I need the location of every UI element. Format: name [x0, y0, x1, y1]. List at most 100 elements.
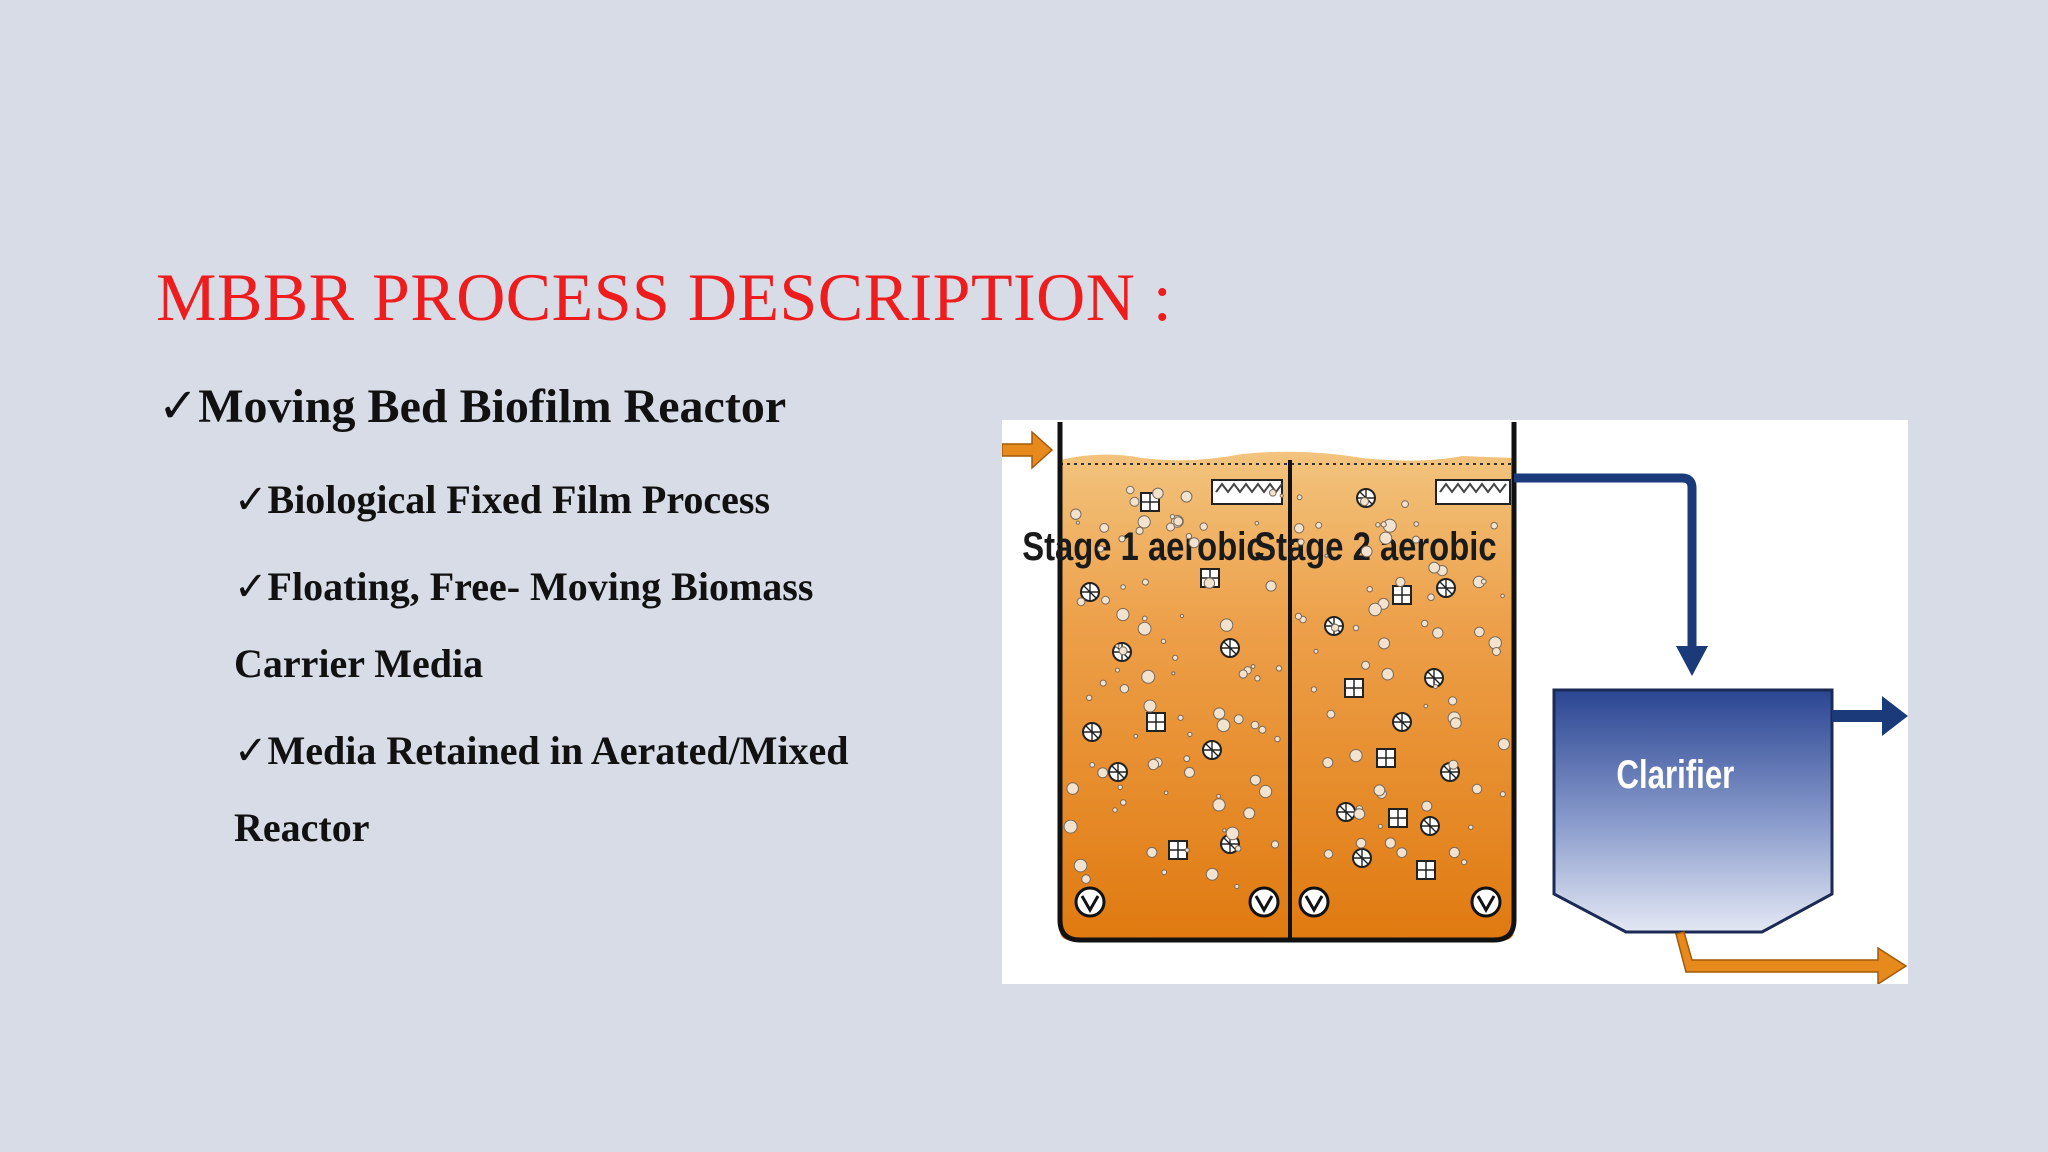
air-bubble [1270, 840, 1280, 849]
air-bubble [1137, 621, 1152, 636]
air-bubble [1310, 686, 1318, 693]
sub-bullet-1: ✓Biological Fixed Film Process [234, 476, 770, 523]
air-bubble [1141, 669, 1156, 684]
air-bubble [1421, 800, 1433, 812]
air-bubble [1412, 535, 1420, 544]
air-bubble [1101, 595, 1110, 605]
air-bubble [1297, 538, 1305, 546]
air-bubble [1491, 647, 1501, 656]
air-bubble [1380, 521, 1387, 528]
air-bubble [1480, 578, 1487, 585]
transfer-pipe-arrow-icon [1514, 473, 1708, 676]
air-bubble [1233, 714, 1244, 725]
carrier-media-icon [1424, 668, 1444, 688]
air-bubble [1468, 824, 1474, 830]
air-bubble [1097, 767, 1109, 779]
air-bubble [1076, 597, 1086, 607]
air-bubble [1152, 487, 1164, 500]
carrier-media-icon [1146, 712, 1166, 732]
air-bubble [1448, 846, 1460, 859]
air-bubble [1421, 619, 1429, 628]
air-bubble [1234, 845, 1242, 852]
air-bubble [1377, 823, 1383, 829]
air-bubble [1423, 703, 1429, 709]
air-bubble [1169, 514, 1175, 520]
air-bubble [1216, 793, 1222, 799]
air-bubble [1066, 782, 1079, 795]
air-bubble [1361, 660, 1371, 670]
air-bubble [1213, 707, 1226, 720]
air-bubble [1254, 520, 1260, 526]
air-bubble [1274, 735, 1281, 743]
air-bubble [1243, 807, 1256, 820]
main-bullet-text: Moving Bed Biofilm Reactor [198, 380, 787, 433]
carrier-media-icon [1376, 748, 1396, 768]
air-bubble [1222, 828, 1227, 833]
checkmark-icon: ✓ [234, 728, 268, 774]
air-bubble [1323, 849, 1334, 859]
air-bubble [1216, 718, 1231, 733]
air-bubble [1265, 580, 1277, 592]
air-bubbles-group [1063, 485, 1510, 890]
air-bubble [1366, 586, 1373, 593]
sub-bullet-text: Biological Fixed Film Process [267, 477, 771, 522]
air-bubble [1188, 537, 1200, 549]
air-bubble [1183, 755, 1191, 763]
air-bubble [1375, 522, 1381, 528]
air-bubble [1081, 874, 1091, 884]
air-bubble [1474, 626, 1485, 638]
air-bubble [1238, 669, 1248, 679]
air-bubble [1331, 623, 1340, 632]
air-bubble [1212, 798, 1226, 812]
air-bubble [1499, 791, 1506, 798]
carrier-media-icon [1168, 840, 1188, 860]
air-bubble [1180, 490, 1193, 503]
air-bubble [1373, 784, 1386, 797]
air-bubble [1137, 515, 1151, 529]
air-bubble [1352, 624, 1360, 632]
carrier-media-icon [1416, 860, 1436, 880]
air-bubble [1269, 489, 1277, 497]
air-bubble [1125, 485, 1135, 495]
air-bubble [1427, 593, 1435, 601]
air-bubble [1279, 493, 1284, 498]
air-bubble [1115, 643, 1120, 649]
air-bubble [1249, 774, 1261, 786]
sub-bullet-text: Media Retained in Aerated/Mixed [267, 728, 849, 773]
air-bubble [1070, 508, 1082, 520]
air-bubble [1112, 807, 1118, 813]
air-bubble [1258, 725, 1267, 734]
air-bubble [1360, 497, 1369, 507]
carrier-media-icon [1336, 802, 1356, 822]
air-bubble [1349, 749, 1363, 763]
air-bubble [1234, 883, 1240, 890]
air-bubble [1142, 615, 1148, 622]
carrier-media-icon [1392, 712, 1412, 732]
air-bubble [1355, 837, 1367, 849]
air-bubble [1096, 545, 1105, 553]
air-bubble [1497, 738, 1510, 751]
air-bubble [1133, 733, 1138, 739]
sub-bullet-text: Floating, Free- Moving Biomass [267, 564, 814, 609]
stage-2-label: Stage 2 aerobic [1254, 524, 1496, 569]
carrier-media-group [1080, 488, 1460, 880]
air-bubble [1187, 731, 1193, 737]
air-bubble [1117, 784, 1123, 790]
air-bubble [1432, 627, 1444, 639]
air-bubble [1147, 758, 1160, 771]
air-bubble [1171, 671, 1176, 676]
carrier-media-icon [1080, 582, 1100, 602]
air-bubble [1296, 494, 1303, 501]
air-bubble [1118, 646, 1128, 656]
air-bubble [1115, 667, 1120, 673]
carrier-media-icon [1420, 816, 1440, 836]
outlet-arrow-icon [1832, 696, 1908, 736]
air-bubble [1461, 859, 1468, 866]
carrier-media-icon [1436, 578, 1456, 598]
air-bubble [1326, 709, 1336, 719]
air-bubble [1294, 612, 1302, 620]
air-bubble [1384, 837, 1396, 849]
carrier-media-icon [1344, 678, 1364, 698]
air-bubble [1184, 766, 1195, 778]
air-bubble [1173, 516, 1184, 527]
